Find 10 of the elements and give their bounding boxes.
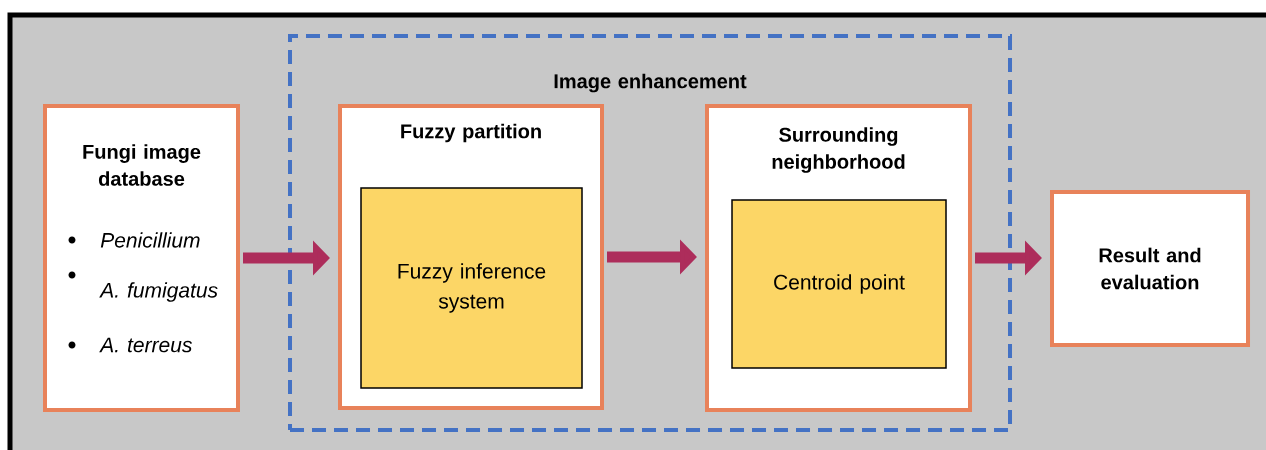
box-heading: Fungi image database bbox=[83, 144, 201, 186]
bullet-item: Penicillium bbox=[68, 232, 200, 248]
result-box: Result and evaluation bbox=[1050, 190, 1250, 347]
bullet-item: A. fumigatus bbox=[68, 271, 218, 302]
bullet-item: A. terreus bbox=[68, 337, 192, 353]
process-box: Fuzzy inference system bbox=[360, 187, 583, 389]
box-heading: Image enhancement bbox=[554, 73, 747, 93]
box-heading: Fuzzy partition bbox=[401, 123, 541, 143]
box-heading: Surrounding neighborhood bbox=[772, 127, 905, 173]
process-box: Centroid point bbox=[731, 199, 947, 369]
